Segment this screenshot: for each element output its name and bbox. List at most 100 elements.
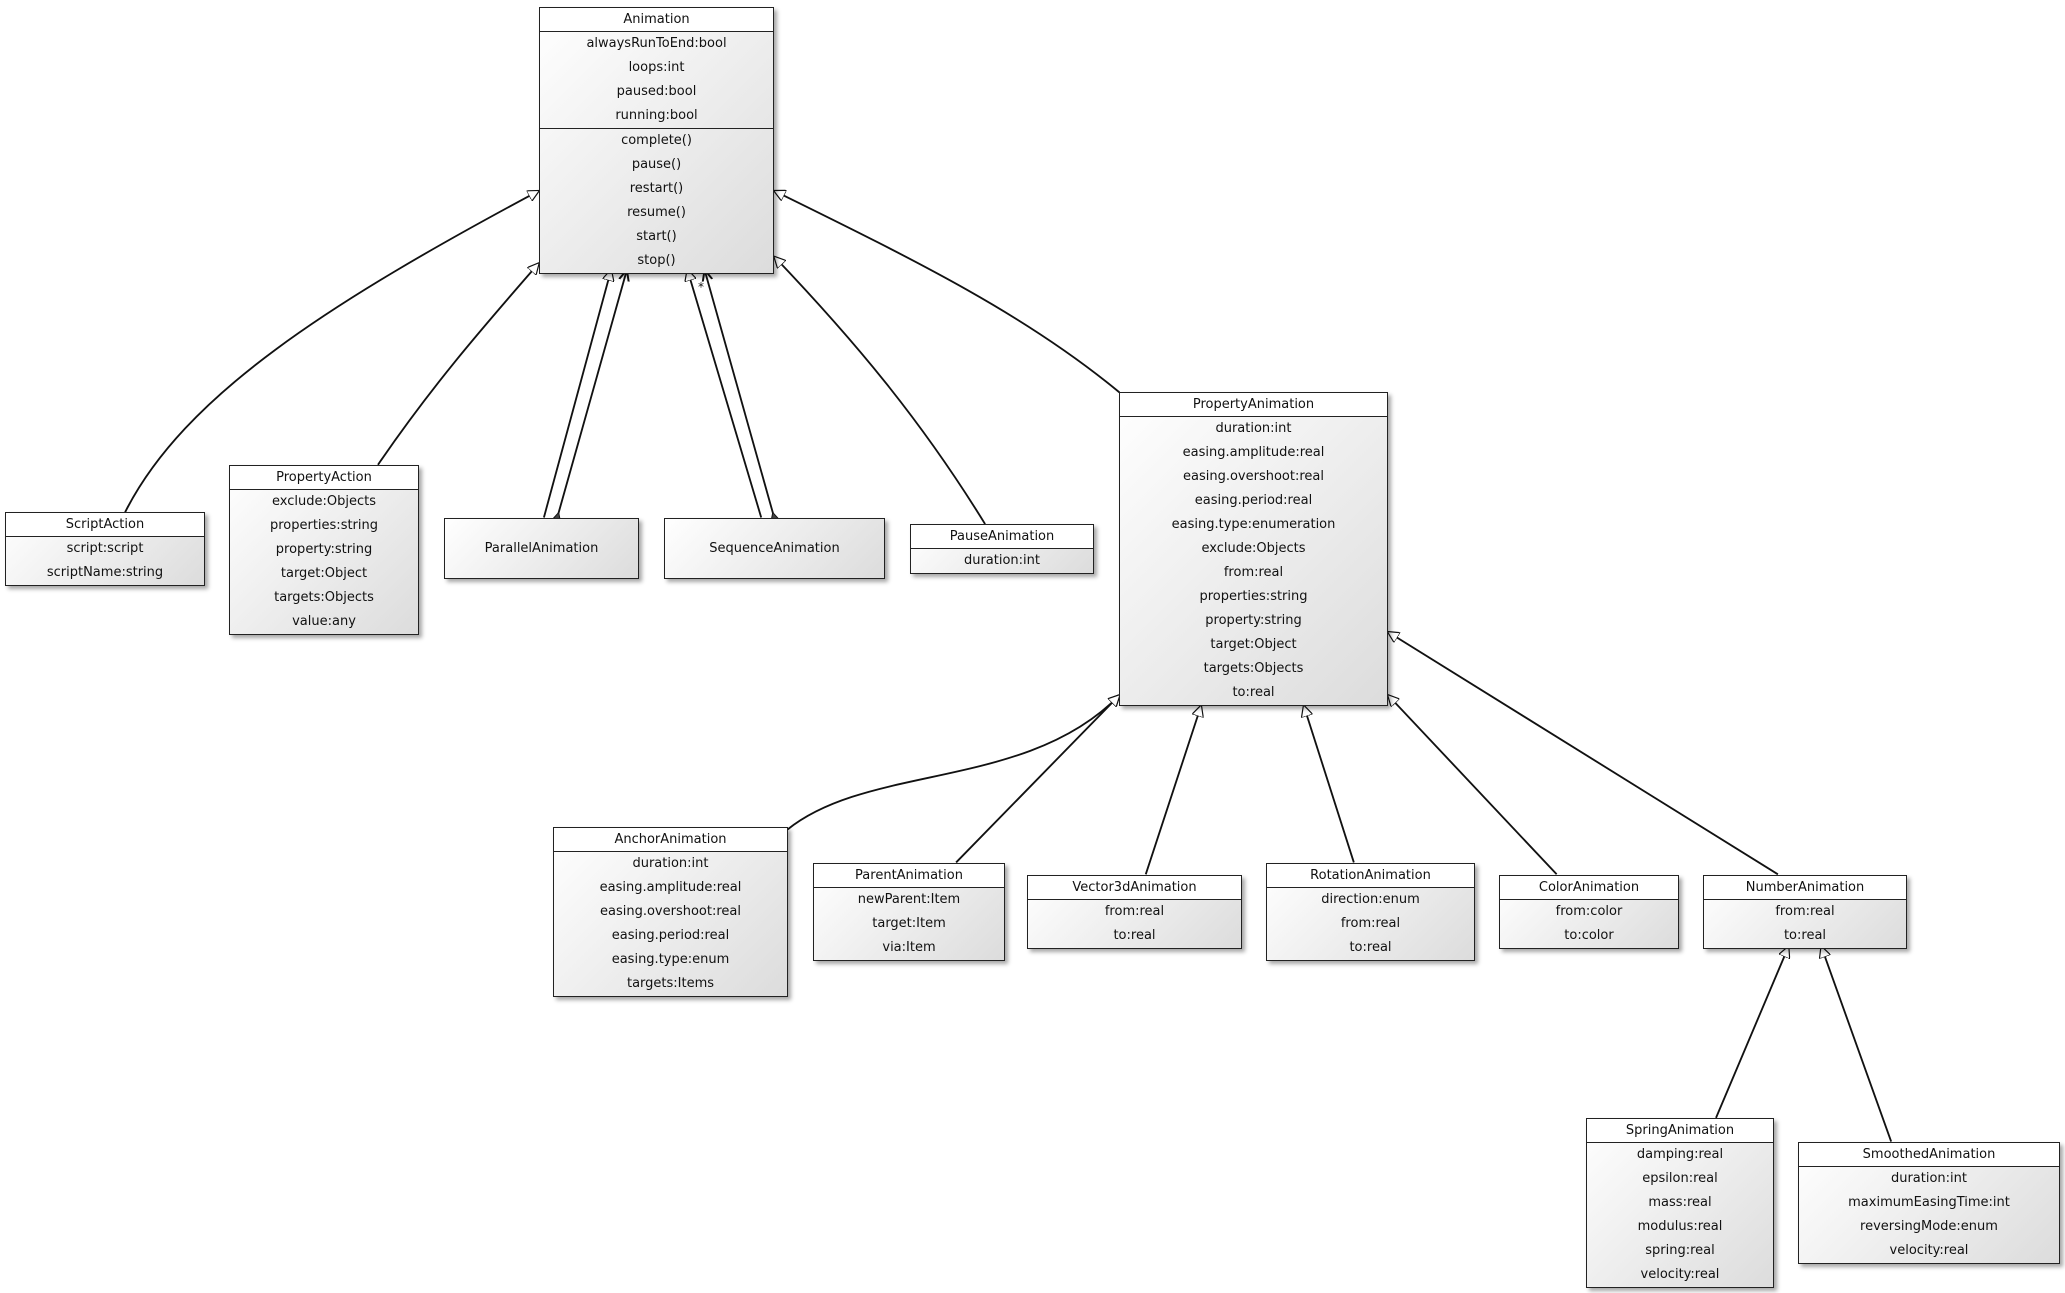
- attribute: modulus:real: [1637, 1219, 1723, 1234]
- class-parent-animation[interactable]: ParentAnimation newParent:Item target:Item…: [813, 863, 1005, 961]
- attribute: script:script: [66, 541, 144, 556]
- attribute: scriptName:string: [46, 565, 164, 580]
- attribute: from:real: [1223, 565, 1284, 580]
- attribute: running:bool: [615, 108, 698, 123]
- attribute: to:real: [1783, 928, 1827, 943]
- edge-anchor-propertyanimation: [786, 695, 1120, 831]
- attribute: maximumEasingTime:int: [1848, 1195, 2010, 1210]
- multiplicity-label: *: [698, 280, 704, 294]
- method: pause(): [631, 157, 682, 172]
- attribute: exclude:Objects: [272, 494, 376, 509]
- attribute: velocity:real: [1640, 1267, 1720, 1282]
- attributes-section: duration:int easing.amplitude:real easing.…: [554, 852, 787, 996]
- edge-rotation-propertyanimation: [1304, 706, 1355, 863]
- class-smoothed-animation[interactable]: SmoothedAnimation duration:int maximumEasi…: [1798, 1142, 2060, 1264]
- attribute: mass:real: [1648, 1195, 1712, 1210]
- edge-color-propertyanimation: [1388, 695, 1558, 875]
- attribute: newParent:Item: [857, 892, 961, 907]
- attribute: velocity:real: [1889, 1243, 1969, 1258]
- attribute: from:real: [1104, 904, 1165, 919]
- attribute: paused:bool: [616, 84, 697, 99]
- attribute: targets:Items: [626, 976, 715, 991]
- edge-smoothed-number: [1821, 947, 1893, 1142]
- edge-vector3d-propertyanimation: [1144, 706, 1201, 875]
- method: start(): [636, 229, 677, 244]
- edge-sequence-animation: [687, 270, 763, 518]
- method: restart(): [629, 181, 684, 196]
- attribute: easing.period:real: [611, 928, 730, 943]
- class-spring-animation[interactable]: SpringAnimation damping:real epsilon:real m…: [1586, 1118, 1774, 1288]
- attributes-section: from:color to:color: [1500, 900, 1678, 948]
- attributes-section: duration:int maximumEasingTime:int reversi…: [1799, 1167, 2059, 1263]
- class-name: PropertyAction: [230, 466, 418, 490]
- edge-number-propertyanimation: [1388, 632, 1779, 876]
- attribute: easing.overshoot:real: [1183, 469, 1324, 484]
- edge-spring-number: [1715, 947, 1788, 1119]
- method: resume(): [627, 205, 686, 220]
- attribute: from:color: [1555, 904, 1623, 919]
- method: stop(): [637, 253, 676, 268]
- attributes-section: damping:real epsilon:real mass:real modulus…: [1587, 1143, 1773, 1287]
- attribute: properties:string: [269, 518, 379, 533]
- edge-propertyanimation-animation: [774, 191, 1121, 394]
- class-property-action[interactable]: PropertyAction exclude:Objects properties:…: [229, 465, 419, 635]
- attribute: easing.type:enumeration: [1171, 517, 1336, 532]
- class-name: SmoothedAnimation: [1799, 1143, 2059, 1167]
- attribute: easing.amplitude:real: [599, 880, 742, 895]
- edge-propertyaction-animation: [377, 263, 539, 466]
- attribute: target:Object: [1210, 637, 1297, 652]
- attribute: target:Item: [872, 916, 946, 931]
- edge-scriptaction-animation: [124, 191, 539, 513]
- attribute: properties:string: [1199, 589, 1308, 604]
- class-name: Vector3dAnimation: [1028, 876, 1241, 900]
- attribute: to:real: [1349, 940, 1392, 955]
- methods-section: complete() pause() restart() resume() start(…: [540, 129, 773, 273]
- class-name: ParentAnimation: [814, 864, 1004, 888]
- attributes-section: script:script scriptName:string: [6, 537, 204, 585]
- attribute: duration:int: [1215, 421, 1292, 436]
- edge-parallel-composition: [558, 270, 626, 514]
- edge-pause-animation: [774, 257, 986, 525]
- attribute: exclude:Objects: [1201, 541, 1306, 556]
- class-pause-animation[interactable]: PauseAnimation duration:int: [910, 524, 1094, 574]
- attribute: duration:int: [632, 856, 709, 871]
- class-name: SpringAnimation: [1587, 1119, 1773, 1143]
- attribute: from:real: [1340, 916, 1401, 931]
- attribute: target:Object: [280, 566, 368, 581]
- class-sequence-animation[interactable]: SequenceAnimation: [664, 518, 885, 579]
- attribute: to:color: [1564, 928, 1614, 943]
- method: complete(): [621, 133, 692, 148]
- class-color-animation[interactable]: ColorAnimation from:color to:color: [1499, 875, 1679, 949]
- class-name: PauseAnimation: [911, 525, 1093, 549]
- attribute: epsilon:real: [1642, 1171, 1718, 1186]
- attribute: property:string: [1205, 613, 1302, 628]
- class-name: ScriptAction: [6, 513, 204, 537]
- attribute: duration:int: [1890, 1171, 1968, 1186]
- class-parallel-animation[interactable]: ParallelAnimation: [444, 518, 639, 579]
- attributes-section: duration:int: [911, 549, 1093, 573]
- class-name: ColorAnimation: [1500, 876, 1678, 900]
- edge-parallel-animation: [543, 270, 611, 518]
- attribute: damping:real: [1636, 1147, 1724, 1162]
- class-name: PropertyAnimation: [1120, 393, 1387, 417]
- edge-parent-propertyanimation: [955, 695, 1119, 864]
- attribute: easing.period:real: [1194, 493, 1313, 508]
- attribute: duration:int: [963, 553, 1041, 568]
- attribute: targets:Objects: [274, 590, 374, 605]
- class-script-action[interactable]: ScriptAction script:script scriptName:stri…: [5, 512, 205, 586]
- attribute: reversingMode:enum: [1860, 1219, 1998, 1234]
